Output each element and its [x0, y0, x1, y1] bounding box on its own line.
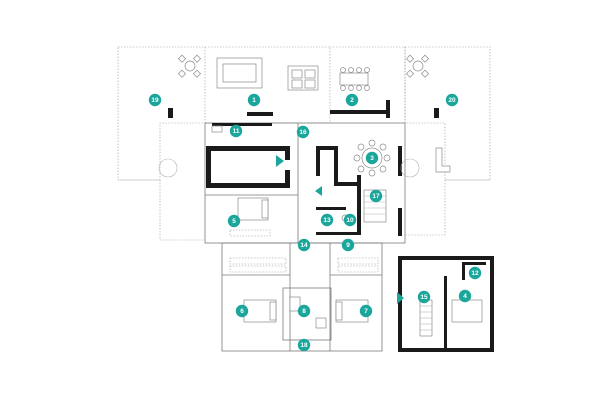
- room-marker-16: 16: [296, 125, 310, 139]
- room-marker-17: 17: [369, 189, 383, 203]
- room-marker-label: 3: [370, 155, 374, 162]
- room-marker-circle: [445, 93, 459, 107]
- room-marker-label: 15: [420, 294, 428, 301]
- room-marker-3: 3: [365, 151, 379, 165]
- thick-walls: [168, 100, 494, 352]
- terrace-outlines: [117, 46, 491, 241]
- room-marker-9: 9: [341, 238, 355, 252]
- room-marker-label: 18: [300, 342, 308, 349]
- room-marker-label: 9: [346, 242, 350, 249]
- room-marker-label: 20: [448, 97, 456, 104]
- room-marker-label: 16: [299, 129, 307, 136]
- room-marker-12: 12: [468, 266, 482, 280]
- room-marker-circle: [296, 125, 310, 139]
- entrance-arrow-kitchen: [315, 186, 322, 196]
- room-marker-label: 2: [350, 97, 354, 104]
- room-marker-circle: [320, 213, 334, 227]
- room-marker-1: 1: [247, 93, 261, 107]
- room-marker-14: 14: [297, 238, 311, 252]
- room-marker-label: 12: [471, 270, 479, 277]
- room-marker-circle: [468, 266, 482, 280]
- room-marker-circle: [148, 93, 162, 107]
- room-marker-6: 6: [235, 304, 249, 318]
- room-marker-5: 5: [227, 214, 241, 228]
- room-marker-label: 17: [372, 193, 380, 200]
- room-marker-label: 11: [233, 128, 240, 135]
- room-marker-label: 8: [302, 308, 306, 315]
- room-marker-11: 11: [229, 124, 243, 138]
- room-marker-circle: [297, 238, 311, 252]
- room-marker-8: 8: [297, 304, 311, 318]
- furniture: [158, 54, 483, 337]
- entrance-arrow-annex: [397, 292, 404, 304]
- entrance-arrow-main: [276, 155, 284, 167]
- room-marker-label: 13: [323, 217, 331, 224]
- room-marker-15: 15: [417, 290, 431, 304]
- room-marker-circle: [227, 214, 241, 228]
- room-marker-10: 10: [343, 213, 357, 227]
- room-marker-4: 4: [458, 289, 472, 303]
- room-marker-circle: [297, 338, 311, 352]
- room-marker-circle: [369, 189, 383, 203]
- room-marker-circle: [359, 304, 373, 318]
- room-marker-circle: [247, 93, 261, 107]
- room-marker-13: 13: [320, 213, 334, 227]
- annex-stairs: [419, 299, 433, 337]
- room-marker-label: 10: [346, 217, 354, 224]
- room-marker-label: 6: [240, 308, 244, 315]
- room-marker-19: 19: [148, 93, 162, 107]
- room-marker-circle: [341, 238, 355, 252]
- room-marker-circle: [235, 304, 249, 318]
- room-marker-2: 2: [345, 93, 359, 107]
- room-marker-label: 14: [300, 242, 308, 249]
- room-marker-label: 1: [252, 97, 256, 104]
- room-marker-label: 19: [151, 97, 159, 104]
- room-marker-circle: [229, 124, 243, 138]
- room-marker-label: 4: [463, 293, 467, 300]
- room-marker-label: 7: [364, 308, 368, 315]
- room-marker-label: 5: [232, 218, 236, 225]
- room-marker-7: 7: [359, 304, 373, 318]
- entrance-arrows: [276, 155, 404, 304]
- room-marker-circle: [345, 93, 359, 107]
- room-marker-circle: [458, 289, 472, 303]
- room-marker-circle: [365, 151, 379, 165]
- interior-walls: [204, 122, 406, 352]
- room-marker-circle: [417, 290, 431, 304]
- room-marker-20: 20: [445, 93, 459, 107]
- room-marker-circle: [297, 304, 311, 318]
- room-marker-18: 18: [297, 338, 311, 352]
- room-marker-circle: [343, 213, 357, 227]
